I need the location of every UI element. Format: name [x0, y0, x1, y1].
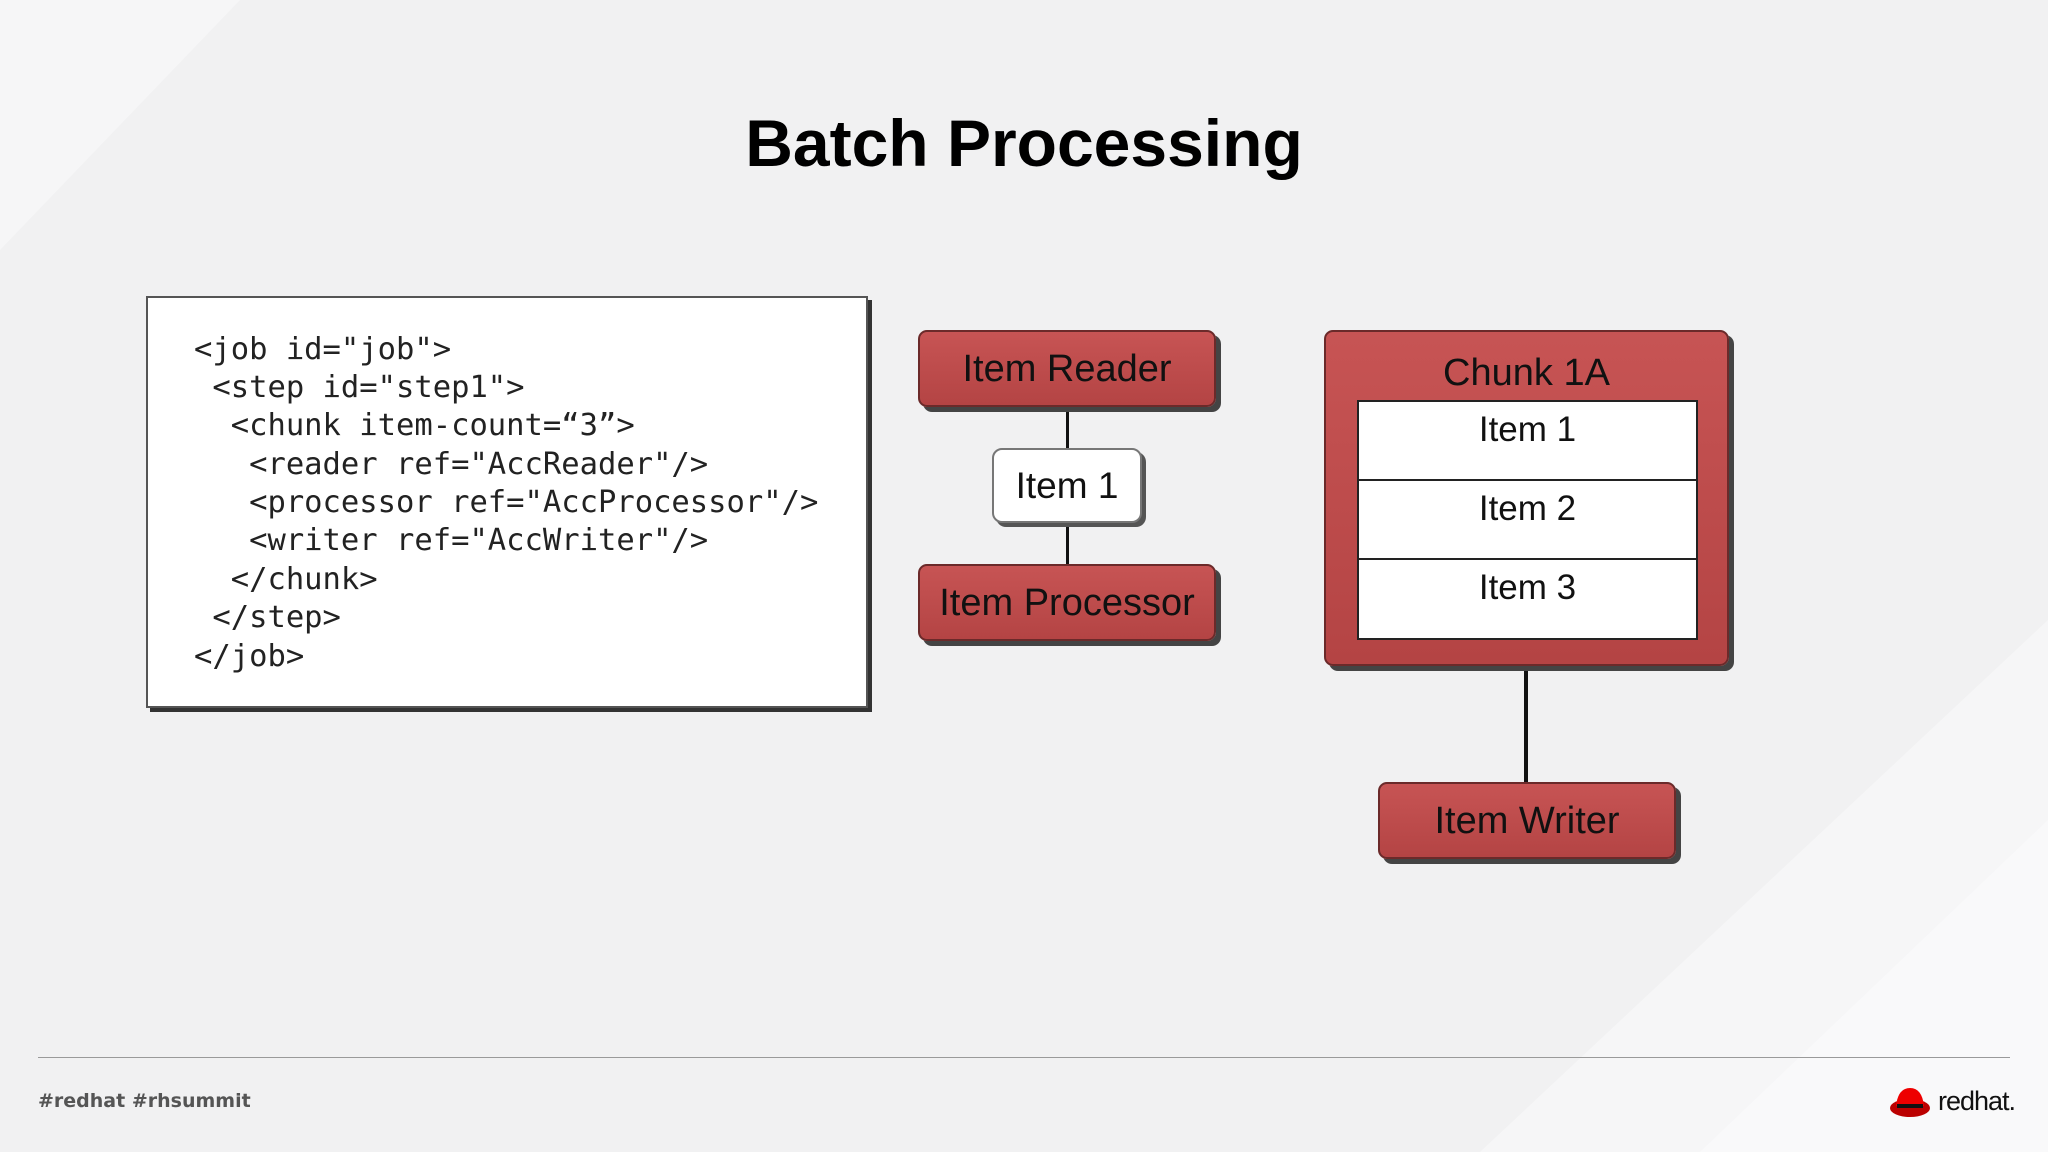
- chunk-title: Chunk 1A: [1443, 352, 1610, 394]
- item-processor-box: Item Processor: [918, 564, 1216, 641]
- logo-text: redhat.: [1938, 1086, 2016, 1116]
- shadowman-icon: [1890, 1088, 1930, 1117]
- code-line: </step>: [194, 600, 341, 635]
- redhat-logo: redhat.: [1888, 1082, 2018, 1122]
- code-line: <reader ref="AccReader"/>: [194, 447, 709, 482]
- chunk-item: Item 2: [1359, 481, 1696, 560]
- slide-title: Batch Processing: [745, 106, 1303, 180]
- code-line: <chunk item-count=“3”>: [194, 408, 635, 443]
- chunk-item: Item 3: [1478, 568, 1577, 607]
- code-line: <job id="job">: [194, 332, 452, 367]
- code-line: <writer ref="AccWriter"/>: [194, 523, 709, 558]
- footer-hashtags: #redhat #rhsummit: [38, 1090, 251, 1112]
- code-line: </job>: [194, 639, 305, 674]
- connector-line: [1066, 522, 1069, 566]
- item-processor-label: Item Processor: [939, 582, 1195, 624]
- chunk-items-table: Item 1 Item 2 Item 3: [1357, 400, 1698, 640]
- chunk-item: Item 1: [1359, 402, 1696, 481]
- footer-divider: [38, 1057, 2010, 1058]
- chunk-box: Chunk 1A Item 1 Item 2 Item 3: [1324, 330, 1729, 666]
- item-reader-label: Item Reader: [962, 348, 1172, 390]
- connector-line: [1066, 404, 1069, 450]
- item-writer-label: Item Writer: [1434, 800, 1620, 842]
- code-box: <job id="job"> <step id="step1"> <chunk …: [146, 296, 868, 708]
- item-writer-box: Item Writer: [1378, 782, 1676, 859]
- item-reader-box: Item Reader: [918, 330, 1216, 407]
- item-bubble: Item 1: [992, 448, 1142, 523]
- connector-line: [1524, 666, 1528, 784]
- code-line: <processor ref="AccProcessor"/>: [194, 485, 819, 520]
- code-line: </chunk>: [194, 562, 378, 597]
- code-line: <step id="step1">: [194, 370, 525, 405]
